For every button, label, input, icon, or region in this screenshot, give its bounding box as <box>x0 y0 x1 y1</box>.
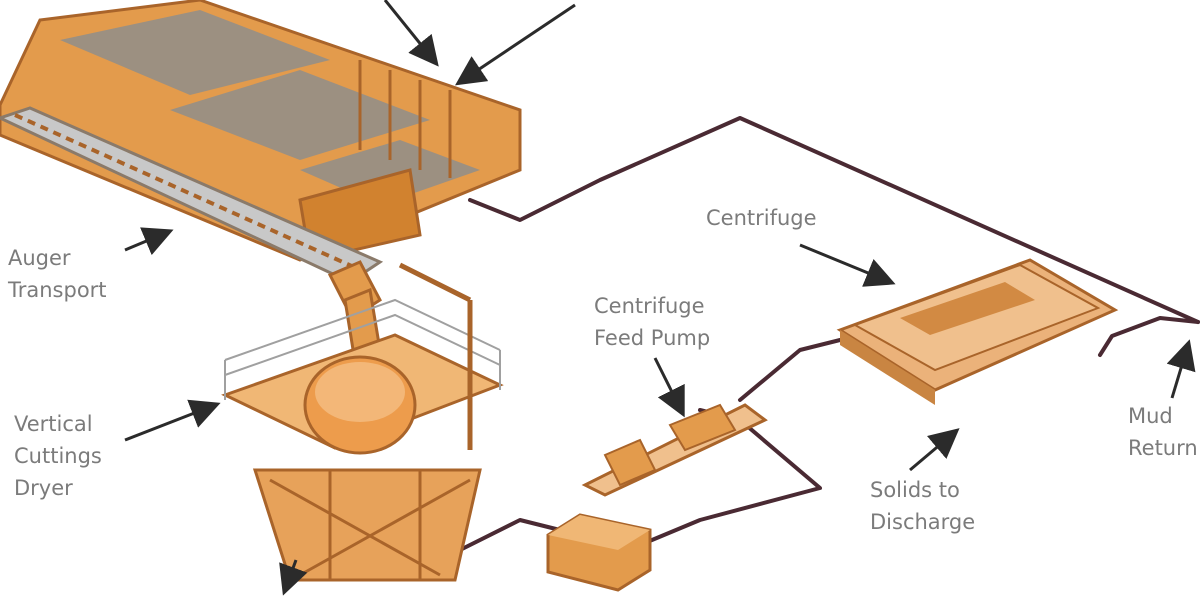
dryer-label-line-2: Cuttings <box>14 444 102 468</box>
feed-pump-label-line-2: Feed Pump <box>594 326 711 350</box>
mud-return-arrow <box>1166 339 1196 399</box>
centrifuge <box>836 258 1119 405</box>
centrifuge-label-text: Centrifuge <box>706 206 817 230</box>
centrifuge-arrow <box>799 243 896 287</box>
centrifuge-outlet-line <box>1098 316 1200 357</box>
solids-label-line-2: Discharge <box>870 510 976 534</box>
solids-arrow <box>909 428 960 472</box>
auger-label-line-1: Auger <box>8 246 71 270</box>
vertical-cuttings-dryer-label: Vertical Cuttings Dryer <box>14 408 102 504</box>
dryer-label-line-3: Dryer <box>14 476 73 500</box>
mud-label-line-2: Return <box>1128 436 1198 460</box>
mud-label-line-1: Mud <box>1128 404 1173 428</box>
mud-return-label: Mud Return <box>1128 400 1198 464</box>
centrifuge-feed-pump-label: Centrifuge Feed Pump <box>594 290 710 354</box>
pump-to-centrifuge-line <box>738 338 842 402</box>
auger-arrow <box>124 227 174 256</box>
auger-label-line-2: Transport <box>8 278 107 302</box>
centrifuge-feed-pump <box>581 403 768 497</box>
dryer-label-line-1: Vertical <box>14 412 93 436</box>
feed-pump-label-line-1: Centrifuge <box>594 294 705 318</box>
label-arrows <box>124 0 1196 596</box>
collection-tank <box>546 513 652 592</box>
centrifuge-label: Centrifuge <box>706 202 817 234</box>
piping <box>378 116 1200 562</box>
solids-label-line-1: Solids to <box>870 478 960 502</box>
auger-transport-label: Auger Transport <box>8 242 107 306</box>
deck-arrow-1 <box>383 0 439 67</box>
mud-return-line <box>468 116 1200 324</box>
discharge-down-arrow <box>279 559 308 596</box>
shaker-deck <box>0 0 522 262</box>
dryer-arrow <box>124 399 221 442</box>
feed-pump-arrow <box>653 357 685 418</box>
deck-arrow-2 <box>455 3 576 86</box>
solids-to-discharge-label: Solids to Discharge <box>870 474 975 538</box>
auger-conveyor <box>0 106 384 284</box>
vertical-cuttings-dryer <box>221 262 504 582</box>
